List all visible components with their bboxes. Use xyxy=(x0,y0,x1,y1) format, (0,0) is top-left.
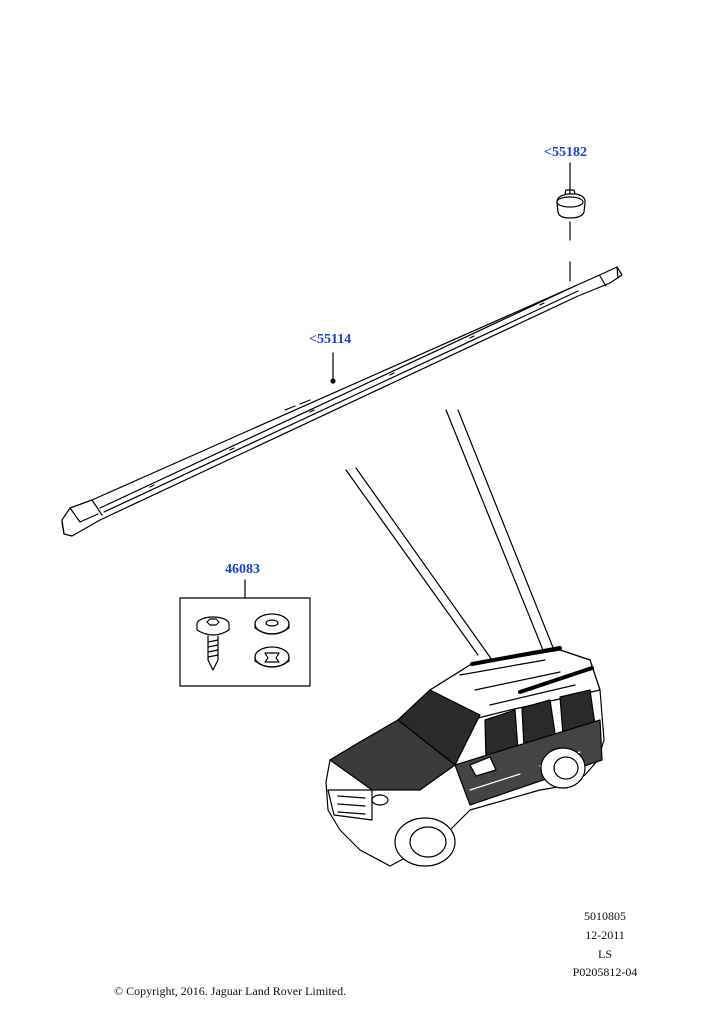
roof-rail-end-cap[interactable] xyxy=(556,162,586,282)
diagram-date: 12-2011 xyxy=(585,928,625,942)
callout-roof-rail[interactable]: <55114 xyxy=(309,332,352,347)
callout-end-cap[interactable]: <55182 xyxy=(544,145,587,160)
vehicle-illustration xyxy=(325,646,605,867)
roof-rail[interactable] xyxy=(61,266,623,537)
callout-fixing-kit[interactable]: 46083 xyxy=(225,562,260,577)
diagram-reference: P0205812-04 xyxy=(572,965,638,979)
roof-position-leaders xyxy=(345,409,557,661)
diagram-code: LS xyxy=(597,947,612,961)
fixing-kit-box[interactable] xyxy=(179,579,311,687)
copyright-notice: © Copyright, 2016. Jaguar Land Rover Lim… xyxy=(114,984,347,998)
diagram-id: 5010805 xyxy=(584,909,626,923)
